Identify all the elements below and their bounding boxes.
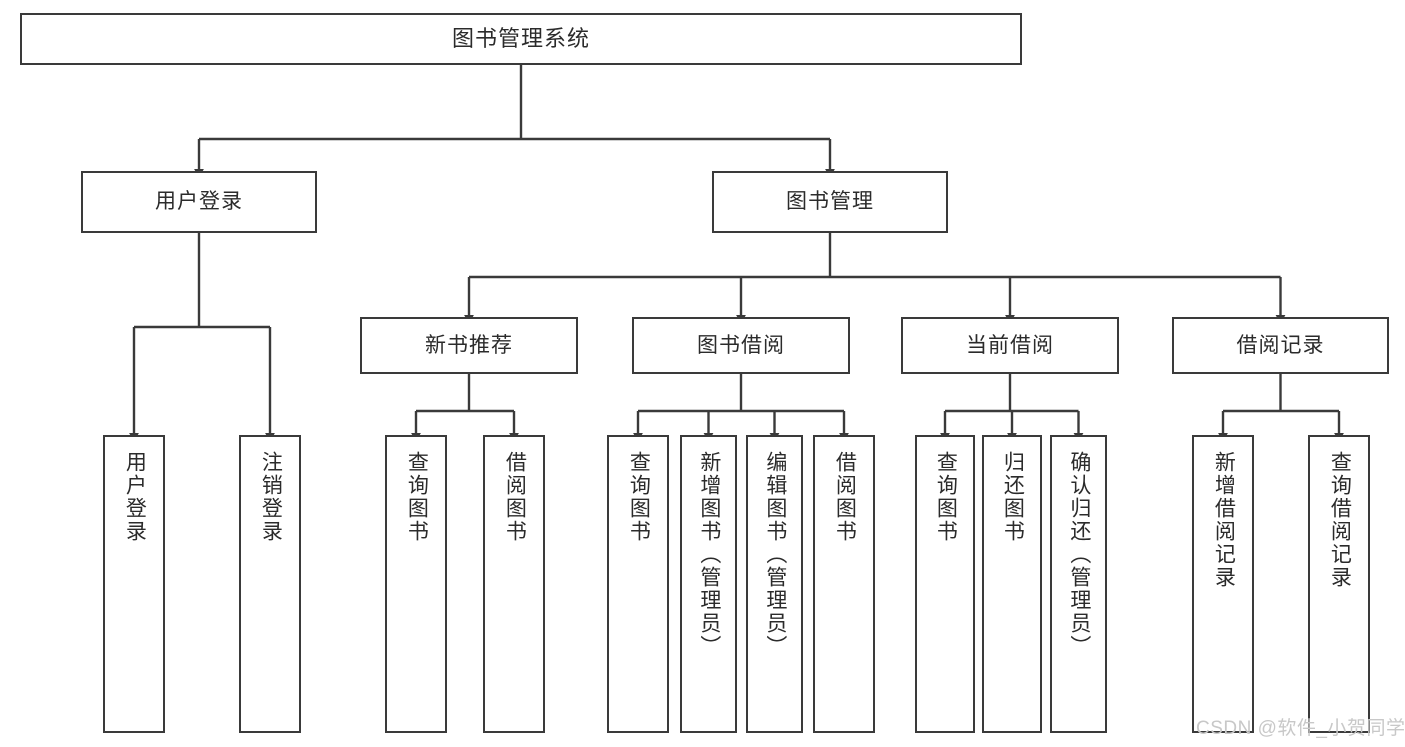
node-leaf-query-book-rec[interactable]: 查询图书 bbox=[385, 435, 447, 733]
node-user-login[interactable]: 用户登录 bbox=[81, 171, 317, 233]
node-label: 查询图书 bbox=[627, 451, 651, 543]
node-label: 确认归还（管理员） bbox=[1067, 451, 1091, 658]
node-leaf-add-book[interactable]: 新增图书（管理员） bbox=[680, 435, 737, 733]
node-current-borrow[interactable]: 当前借阅 bbox=[901, 317, 1119, 374]
node-borrow-record[interactable]: 借阅记录 bbox=[1172, 317, 1389, 374]
node-label: 新增借阅记录 bbox=[1212, 451, 1236, 589]
node-label: 图书管理系统 bbox=[451, 25, 590, 51]
node-new-book-rec[interactable]: 新书推荐 bbox=[360, 317, 578, 374]
node-leaf-logout[interactable]: 注销登录 bbox=[239, 435, 301, 733]
node-label: 借阅记录 bbox=[1236, 333, 1325, 357]
node-leaf-borrow-book[interactable]: 借阅图书 bbox=[813, 435, 875, 733]
node-label: 查询图书 bbox=[934, 451, 958, 543]
node-label: 查询图书 bbox=[405, 451, 429, 543]
node-book-borrow[interactable]: 图书借阅 bbox=[632, 317, 850, 374]
node-leaf-add-record[interactable]: 新增借阅记录 bbox=[1192, 435, 1254, 733]
node-leaf-borrow-book-rec[interactable]: 借阅图书 bbox=[483, 435, 545, 733]
node-label: 归还图书 bbox=[1001, 451, 1025, 543]
node-leaf-user-login[interactable]: 用户登录 bbox=[103, 435, 165, 733]
node-label: 注销登录 bbox=[259, 451, 283, 543]
node-label: 新增图书（管理员） bbox=[697, 451, 721, 658]
node-label: 当前借阅 bbox=[966, 333, 1054, 357]
node-leaf-confirm-return[interactable]: 确认归还（管理员） bbox=[1050, 435, 1107, 733]
node-label: 用户登录 bbox=[123, 451, 147, 543]
node-label: 借阅图书 bbox=[503, 451, 527, 543]
node-book-manage[interactable]: 图书管理 bbox=[712, 171, 948, 233]
node-label: 用户登录 bbox=[155, 190, 243, 214]
node-leaf-query-record[interactable]: 查询借阅记录 bbox=[1308, 435, 1370, 733]
node-leaf-edit-book[interactable]: 编辑图书（管理员） bbox=[746, 435, 803, 733]
node-label: 编辑图书（管理员） bbox=[763, 451, 787, 658]
node-label: 新书推荐 bbox=[425, 333, 513, 357]
node-leaf-query-book-borrow[interactable]: 查询图书 bbox=[607, 435, 669, 733]
node-label: 图书管理 bbox=[786, 190, 874, 214]
node-leaf-return-book[interactable]: 归还图书 bbox=[982, 435, 1042, 733]
node-leaf-query-book-cur[interactable]: 查询图书 bbox=[915, 435, 975, 733]
node-label: 查询借阅记录 bbox=[1328, 451, 1352, 589]
node-label: 图书借阅 bbox=[697, 333, 785, 357]
node-root[interactable]: 图书管理系统 bbox=[20, 13, 1022, 65]
csdn-watermark: CSDN @软件_小贺同学 bbox=[1196, 718, 1405, 739]
node-label: 借阅图书 bbox=[833, 451, 857, 543]
